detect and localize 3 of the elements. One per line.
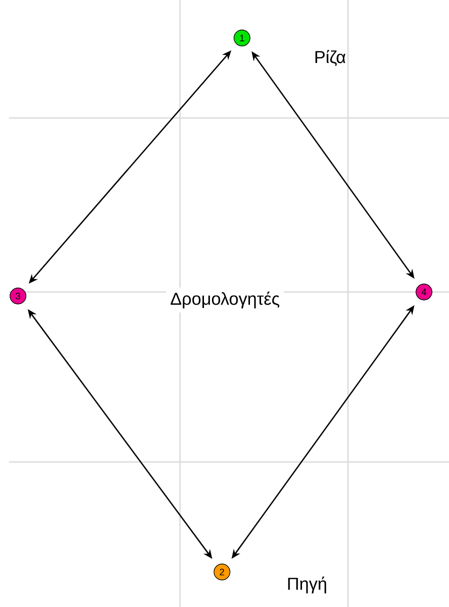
label: Δρομολογητές [166, 288, 284, 312]
node-caption: Ρίζα [315, 50, 346, 66]
node-caption: Πηγή [288, 576, 326, 594]
